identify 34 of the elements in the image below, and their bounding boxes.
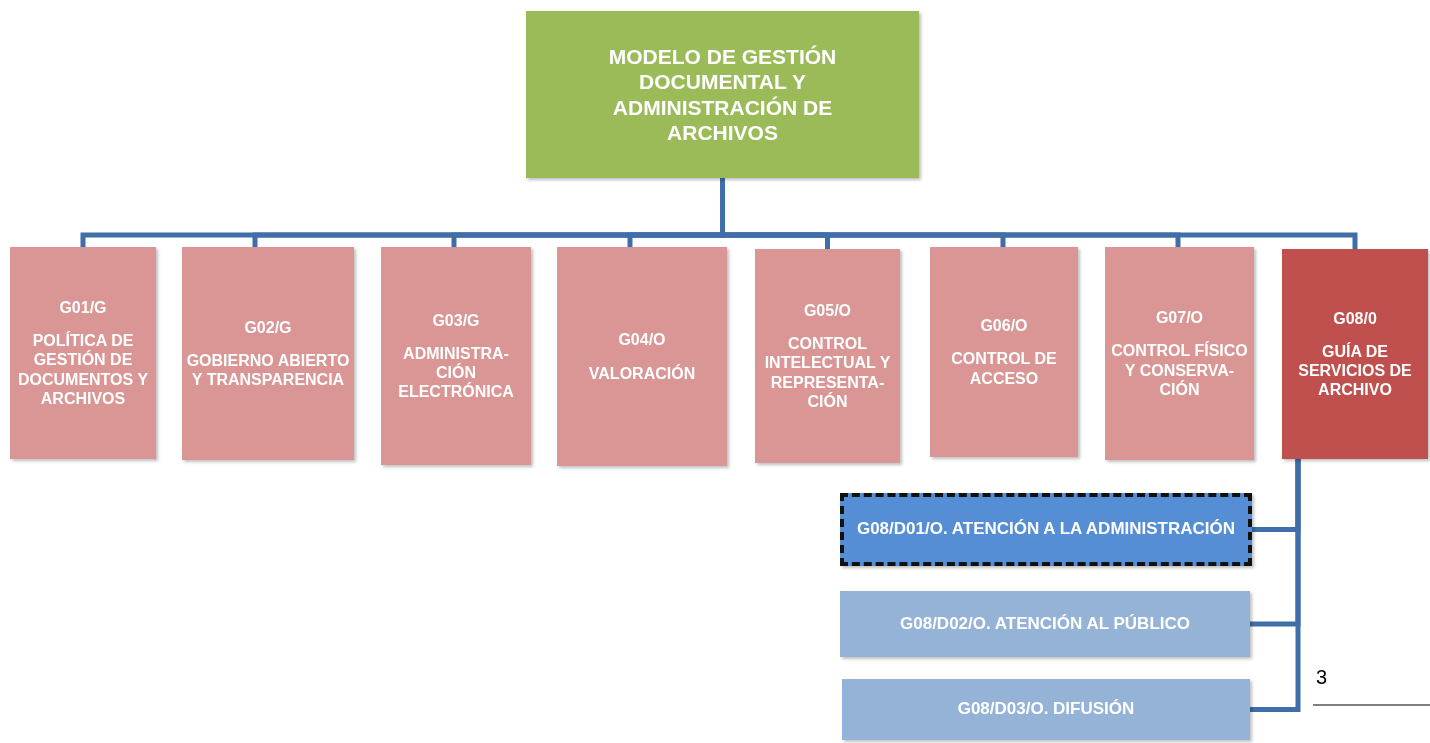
box-label: CONTROL DE ACCESO — [950, 349, 1058, 388]
code-label: G08/0 — [1333, 308, 1377, 328]
category-box — [381, 247, 531, 465]
connector-line — [1250, 459, 1301, 712]
category-box — [1282, 249, 1428, 459]
category-box — [10, 247, 156, 459]
box-label: G08/D02/O. ATENCIÓN AL PÚBLICO — [900, 613, 1190, 635]
code-label: G06/O — [980, 316, 1028, 336]
code-label: G01/G — [59, 298, 107, 318]
box-label: G08/D03/O. DIFUSIÓN — [957, 699, 1135, 720]
category-box — [182, 247, 354, 460]
category-box — [930, 247, 1078, 457]
category-box — [842, 679, 1250, 740]
box-label: GOBIERNO ABIERTO Y TRANSPARENCIA — [185, 350, 351, 390]
box-label: G08/D01/O. ATENCIÓN A LA ADMINISTRACIÓN — [856, 519, 1236, 540]
code-label: G03/G — [432, 310, 480, 330]
code-label: G07/O — [1155, 308, 1204, 328]
category-box — [755, 249, 900, 463]
code-label: G04/O — [618, 330, 666, 350]
code-label: G05/O — [803, 301, 852, 321]
box-label: CONTROL FÍSICO Y CONSERVA- CIÓN — [1110, 341, 1249, 399]
box-label: VALORACIÓN — [588, 363, 696, 383]
title-box — [526, 11, 919, 178]
category-box — [557, 247, 727, 466]
box-label: GUÍA DE SERVICIOS DE ARCHIVO — [1297, 341, 1413, 400]
box-label: CONTROL INTELECTUAL Y REPRESENTA- CIÓN — [763, 334, 892, 411]
box-label: ADMINISTRA- CIÓN ELECTRÓNICA — [397, 343, 515, 402]
box-label: POLÍTICA DE GESTIÓN DE DOCUMENTOS Y ARCHIVOS — [16, 331, 150, 408]
category-box — [1105, 247, 1254, 460]
box-label: MODELO DE GESTIÓN DOCUMENTAL Y ADMINISTRACIÓN DE ARCHIVOS — [607, 44, 838, 145]
page-number: 3 — [1316, 666, 1328, 689]
category-box — [840, 591, 1250, 657]
code-label: G02/G — [244, 317, 292, 337]
selected-box — [840, 493, 1252, 566]
